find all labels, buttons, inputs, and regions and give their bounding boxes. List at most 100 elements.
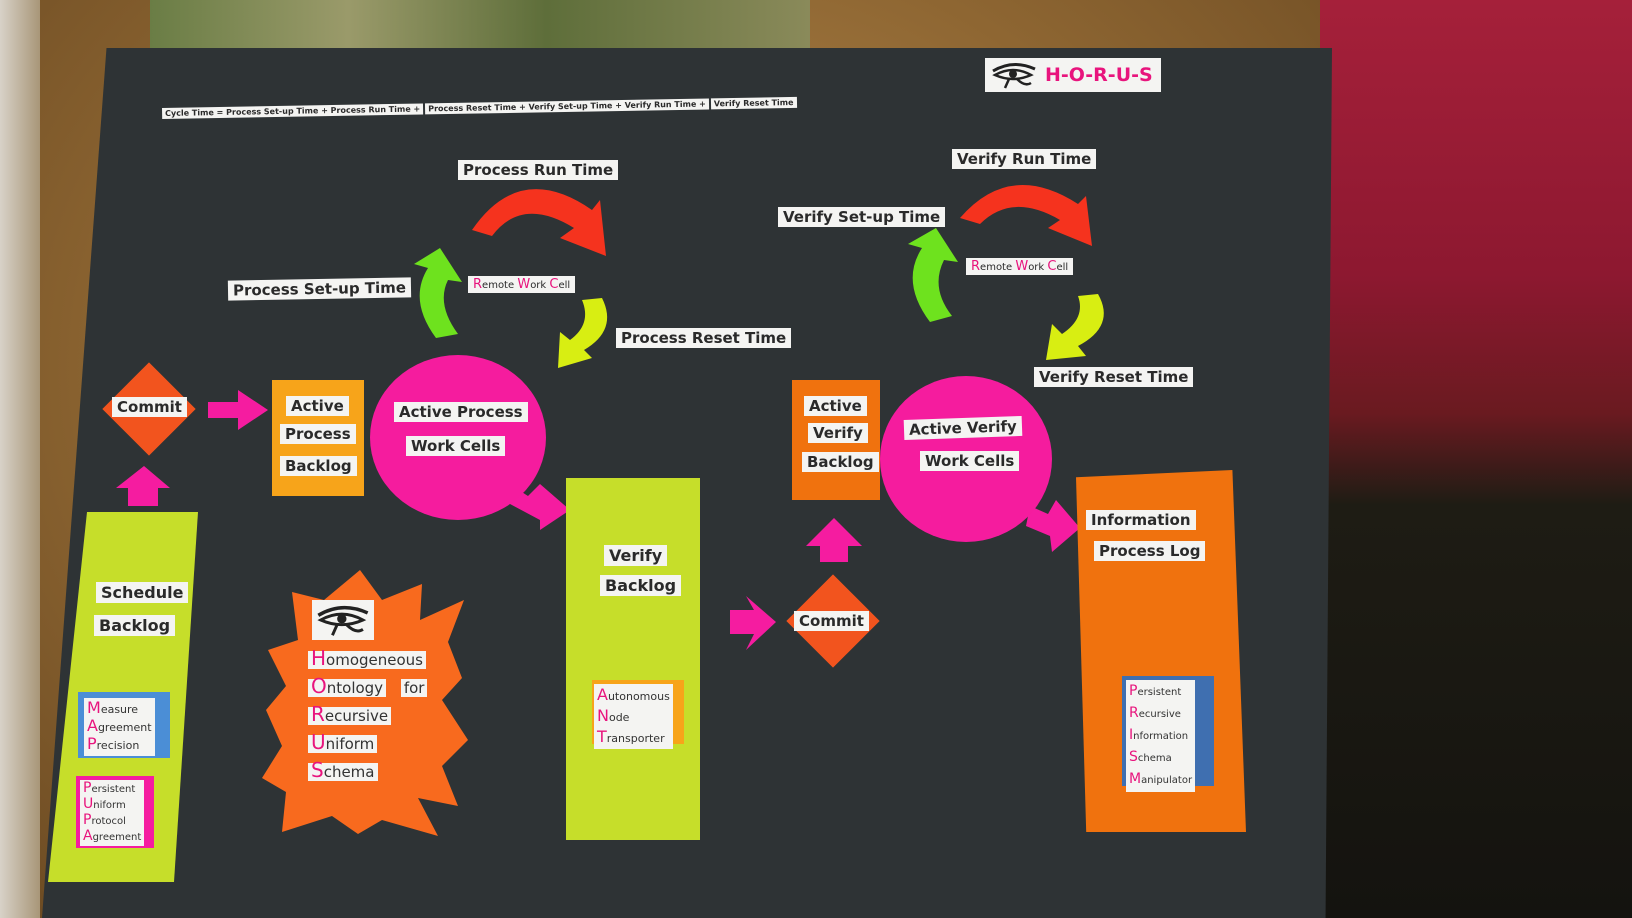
pupa-rest-3: rotocol (91, 816, 126, 827)
verify-backlog-line-2: Backlog (600, 575, 682, 596)
commit-label-1: Commit (112, 397, 187, 417)
verify-reset-arrow-icon (1046, 294, 1104, 360)
remote-c: C (549, 277, 559, 292)
prism-letter-4: S (1129, 749, 1138, 765)
prism-letter-1: P (1129, 683, 1138, 699)
remote-r: R (971, 259, 981, 274)
remote-emote: emote (980, 262, 1013, 273)
map-rest-1: easure (100, 703, 139, 716)
process-setup-arrow-icon (414, 248, 462, 338)
active-verify-cells-line-1: Active Verify (903, 415, 1023, 441)
pupa-letter-3: P (83, 812, 92, 828)
verify-cells-to-log-arrow-icon (1026, 500, 1080, 552)
left-wall (0, 0, 40, 918)
active-verify-backlog-line-2: Verify (808, 423, 868, 443)
schedule-backlog-line-1: Schedule (96, 582, 189, 603)
prism-rest-1: ersistent (1137, 687, 1182, 698)
to-commit2-arrow-icon (730, 596, 776, 650)
information-process-log-line-1: Information (1086, 510, 1196, 530)
ant-rest-1: utonomous (607, 690, 670, 703)
eye-of-horus-icon (992, 63, 1036, 89)
remote-r: R (473, 277, 483, 292)
active-process-cells-line-2: Work Cells (406, 436, 506, 456)
remote-c: C (1047, 259, 1057, 274)
ant-letter-2: N (597, 706, 609, 725)
prism-rest-4: chema (1137, 753, 1172, 764)
verify-remote-work-cell-label: Remote Work Cell (966, 258, 1074, 275)
information-process-log-line-2: Process Log (1094, 541, 1206, 561)
active-verify-cells-line-2: Work Cells (920, 451, 1020, 471)
ant-rest-3: ransporter (606, 732, 665, 745)
map-letter-1: M (87, 698, 101, 717)
pupa-letter-4: A (83, 828, 93, 844)
ant-letter-1: A (597, 685, 608, 704)
process-run-time-label: Process Run Time (458, 160, 619, 180)
verify-backlog-card (566, 478, 700, 840)
pupa-rest-2: niform (93, 800, 126, 811)
map-letter-3: P (87, 734, 97, 753)
horus-rest-3: ecursive (324, 707, 389, 725)
map-letter-2: A (87, 716, 98, 735)
prism-rest-2: ecursive (1138, 709, 1181, 720)
verify-backlog-line-1: Verify (604, 545, 668, 566)
ant-acronym: Autonomous Node Transporter (594, 684, 673, 749)
eye-of-horus-icon (317, 605, 369, 636)
horus-for: for (400, 679, 428, 697)
horus-rest-5: chema (323, 763, 375, 781)
remote-w: W (1015, 259, 1029, 274)
verify-setup-time-label: Verify Set-up Time (778, 207, 946, 227)
commit2-to-active-verify-arrow-icon (806, 518, 862, 562)
active-process-cells-line-1: Active Process (394, 402, 528, 422)
verify-reset-time-label: Verify Reset Time (1034, 367, 1194, 387)
logo-text: H-O-R-U-S (1045, 64, 1153, 86)
active-verify-backlog-line-1: Active (804, 396, 867, 416)
pupa-acronym: Persistent Uniform Protocol Agreement (80, 780, 145, 846)
active-verify-backlog-line-3: Backlog (802, 452, 879, 472)
active-process-backlog-line-2: Process (280, 424, 356, 444)
horus-letter-2: O (311, 674, 327, 698)
map-acronym: Measure Agreement Precision (84, 698, 155, 756)
horus-letter-1: H (311, 646, 327, 670)
horus-logo: H-O-R-U-S (985, 58, 1161, 92)
map-rest-3: recision (96, 739, 140, 752)
schedule-to-commit-arrow-icon (116, 466, 170, 506)
prism-rest-5: anipulator (1141, 775, 1193, 786)
verify-setup-arrow-icon (908, 228, 958, 322)
remote-emote: emote (482, 280, 515, 291)
pupa-rest-1: ersistent (91, 784, 136, 795)
verify-run-time-label: Verify Run Time (952, 149, 1097, 169)
remote-ork: ork (530, 280, 547, 291)
ant-rest-2: ode (608, 711, 630, 724)
to-active-process-arrow-icon (208, 390, 268, 430)
process-reset-arrow-icon (558, 298, 608, 368)
process-reset-time-label: Process Reset Time (616, 328, 792, 348)
pupa-rest-4: greement (92, 832, 142, 843)
schedule-backlog-line-2: Backlog (94, 615, 176, 636)
horus-rest-4: niform (325, 735, 375, 753)
process-remote-work-cell-label: Remote Work Cell (468, 276, 576, 293)
horus-eye-card (312, 600, 374, 640)
horus-rest-2: ntology (326, 679, 384, 697)
process-setup-time-label: Process Set-up Time (227, 277, 412, 301)
prism-rest-3: nformation (1133, 731, 1189, 742)
map-rest-2: greement (97, 721, 152, 734)
active-process-backlog-line-1: Active (286, 396, 349, 416)
remote-ell: ell (1056, 262, 1069, 273)
pupa-letter-2: U (83, 796, 94, 812)
commit-label-2: Commit (794, 611, 869, 631)
red-cloth-background (1320, 0, 1632, 918)
process-run-arrow-icon (472, 189, 606, 256)
horus-rest-1: omogeneous (326, 651, 423, 669)
verify-run-arrow-icon (960, 185, 1092, 246)
prism-acronym: Persistent Recursive Information Schema … (1126, 680, 1196, 792)
remote-ork: ork (1028, 262, 1045, 273)
remote-ell: ell (558, 280, 571, 291)
pupa-letter-1: P (83, 780, 92, 796)
horus-letter-4: U (311, 730, 326, 754)
active-process-backlog-line-3: Backlog (280, 456, 357, 476)
prism-letter-3: I (1129, 727, 1134, 743)
horus-letter-5: S (311, 758, 324, 782)
remote-w: W (517, 277, 531, 292)
ant-letter-3: T (597, 727, 607, 746)
